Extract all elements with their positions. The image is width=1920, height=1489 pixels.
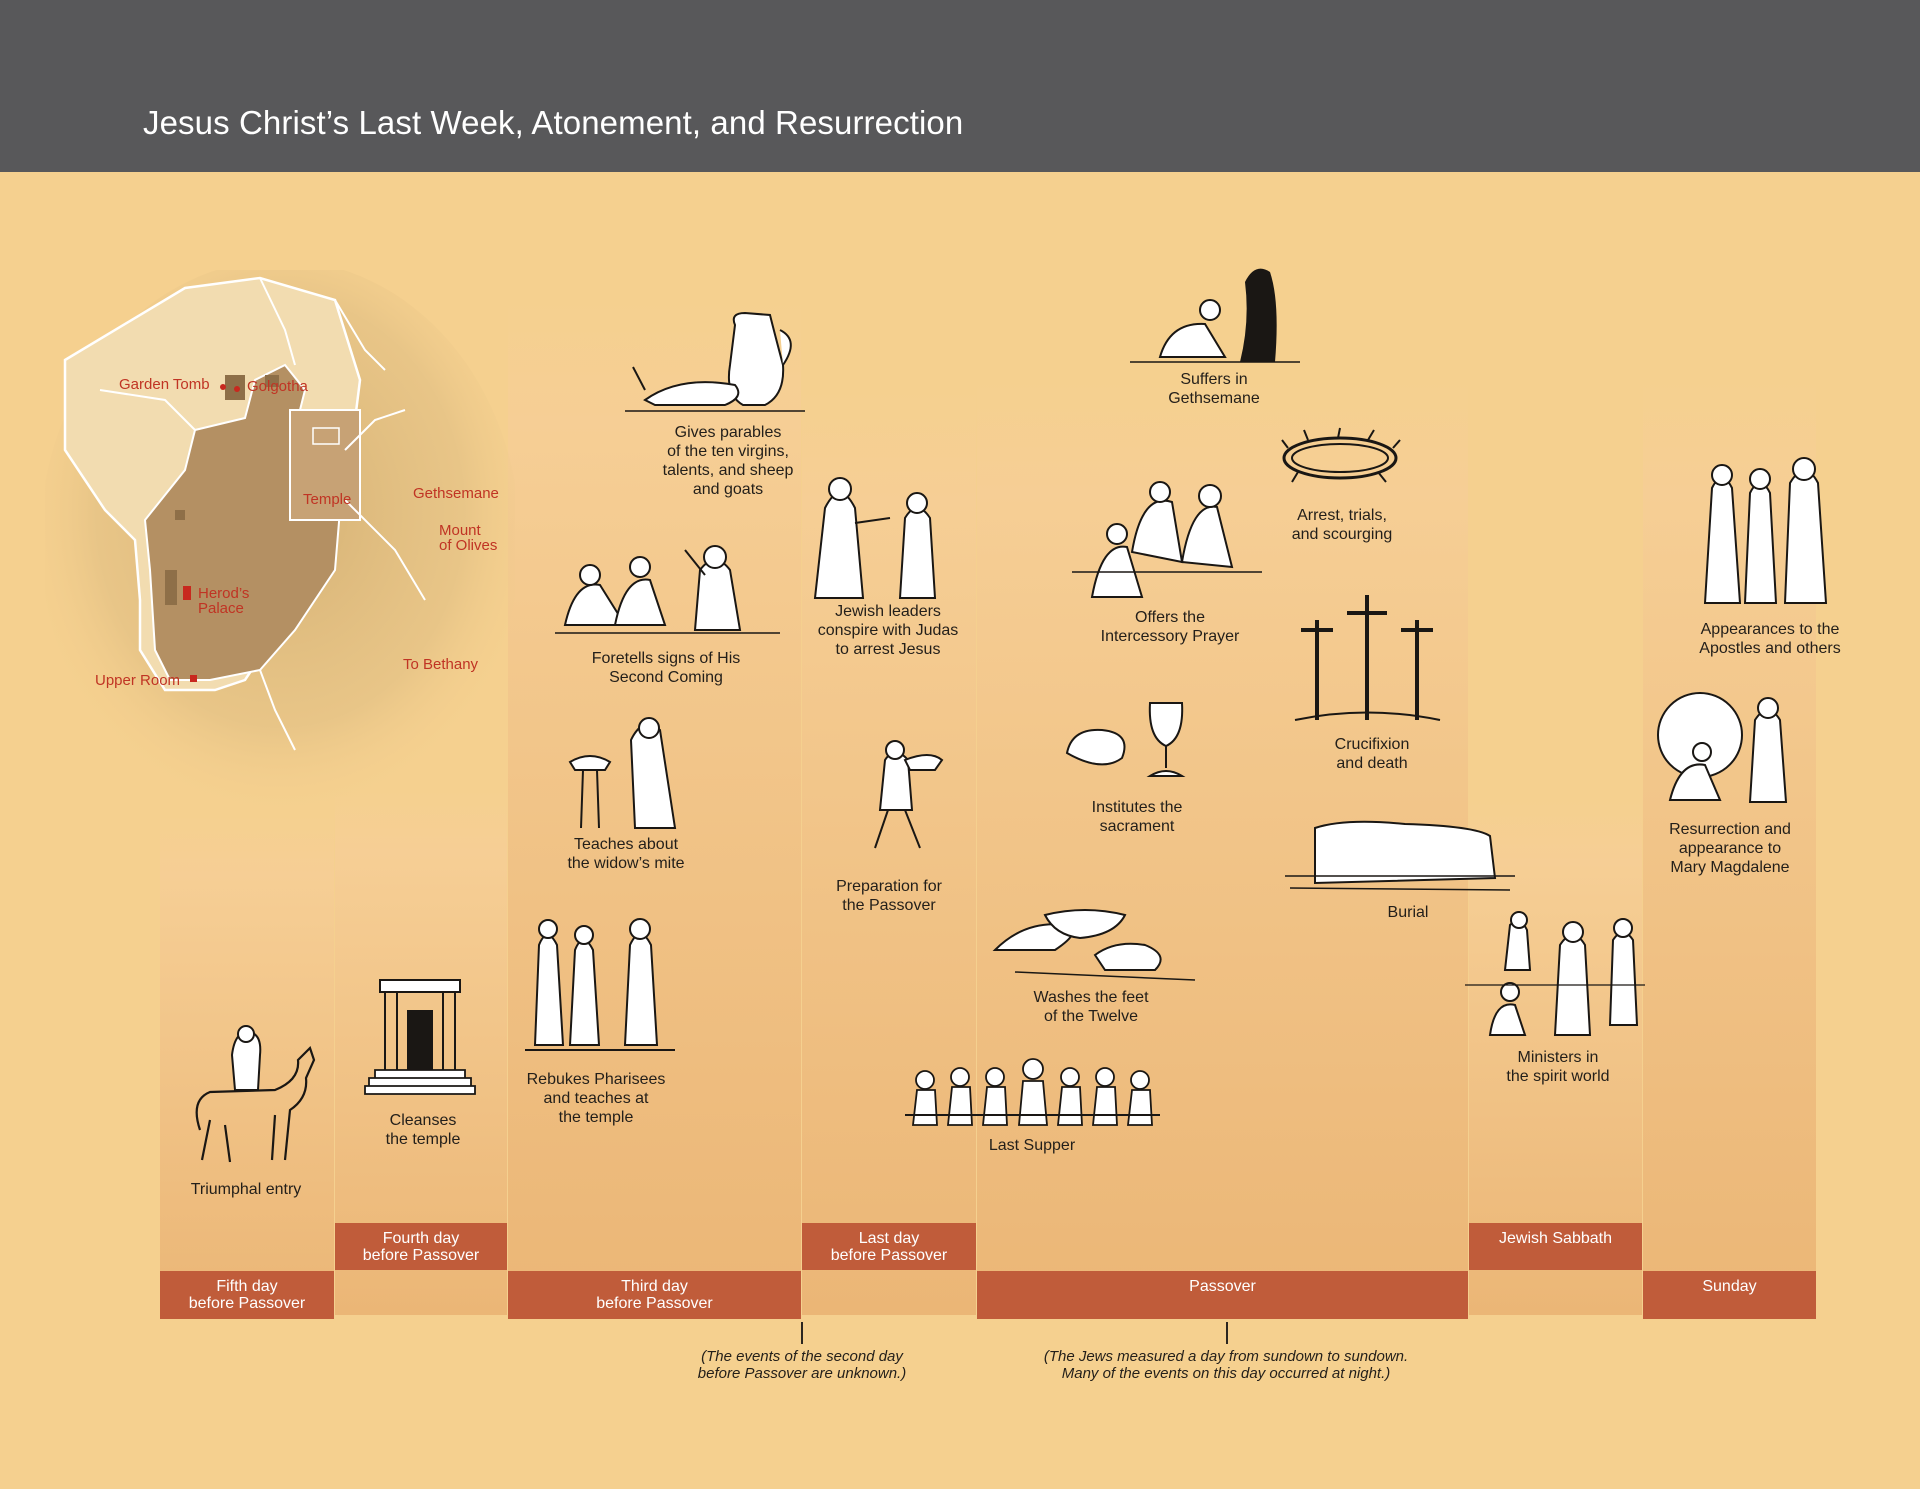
gethsemane-tree-icon xyxy=(1130,268,1300,367)
event-institutes-sacrament: Institutes the sacrament xyxy=(1091,799,1183,835)
event-appearances-apostles: Appearances to the Apostles and others xyxy=(1699,621,1841,657)
last-supper-icon xyxy=(905,1055,1160,1130)
event-washes-feet: Washes the feet of the Twelve xyxy=(1033,989,1149,1025)
day-bar-passover: Passover xyxy=(977,1271,1468,1319)
map-graphic xyxy=(45,270,515,810)
event-preparation-passover: Preparation for the Passover xyxy=(836,878,942,914)
event-widows-mite: Teaches about the widow’s mite xyxy=(567,836,685,872)
note-tick-second-day xyxy=(801,1322,803,1344)
event-cleanses-temple: Cleanses the temple xyxy=(385,1112,461,1148)
event-rebukes-pharisees: Rebukes Pharisees and teaches at the tem… xyxy=(526,1071,666,1126)
header-banner: Jesus Christ’s Last Week, Atonement, and… xyxy=(0,0,1920,172)
map-label-upper-room: Upper Room xyxy=(95,672,181,689)
intercessory-prayer-icon xyxy=(1072,462,1262,602)
event-last-supper: Last Supper xyxy=(988,1137,1076,1154)
event-resurrection: Resurrection and appearance to Mary Magd… xyxy=(1669,821,1791,876)
three-crosses-icon xyxy=(1295,595,1440,730)
note-tick-passover xyxy=(1226,1322,1228,1344)
map-label-golgotha: Golgotha xyxy=(247,378,308,395)
event-ministers-spirit-world: Ministers in the spirit world xyxy=(1506,1049,1610,1085)
event-gives-parables: Gives parables of the ten virgins, talen… xyxy=(662,424,794,498)
teaching-disciples-icon xyxy=(555,525,780,640)
map-label-mount-of-olives: Mount of Olives xyxy=(439,522,498,554)
day-bar-fourth: Fourth day before Passover xyxy=(335,1223,507,1270)
map-label-herods-palace: Herod’s Palace xyxy=(198,585,250,617)
burial-tomb-icon xyxy=(1285,818,1515,893)
event-burial: Burial xyxy=(1387,904,1429,921)
pharisees-group-icon xyxy=(525,905,675,1055)
temple-building-icon xyxy=(365,970,475,1105)
resurrection-mary-icon xyxy=(1650,690,1800,810)
event-arrest-trials: Arrest, trials, and scourging xyxy=(1291,507,1393,543)
event-triumphal-entry: Triumphal entry xyxy=(190,1181,302,1198)
map-label-garden-tomb: Garden Tomb xyxy=(119,376,210,393)
map-label-to-bethany: To Bethany xyxy=(403,656,479,673)
event-foretells-signs: Foretells signs of His Second Coming xyxy=(591,650,741,686)
washing-basin-icon xyxy=(985,900,1195,985)
oil-lamp-jug-icon xyxy=(625,305,805,420)
day-bar-sabbath: Jewish Sabbath xyxy=(1469,1223,1642,1270)
leaders-conspire-icon xyxy=(805,463,965,603)
day-bar-fifth: Fifth day before Passover xyxy=(160,1271,334,1319)
donkey-rider-icon xyxy=(180,1020,320,1170)
bread-chalice-icon xyxy=(1062,698,1202,788)
map-label-temple: Temple xyxy=(303,491,352,508)
spirit-world-icon xyxy=(1465,910,1645,1040)
event-crucifixion: Crucifixion and death xyxy=(1334,736,1410,772)
event-suffers-gethsemane: Suffers in Gethsemane xyxy=(1168,371,1260,407)
page-title: Jesus Christ’s Last Week, Atonement, and… xyxy=(143,104,964,141)
event-leaders-conspire: Jewish leaders conspire with Judas to ar… xyxy=(817,603,959,658)
appearances-apostles-icon xyxy=(1700,453,1835,608)
day-bar-sunday: Sunday xyxy=(1643,1271,1816,1319)
widow-offering-icon xyxy=(565,710,690,830)
crown-of-thorns-icon xyxy=(1278,428,1403,488)
note-passover: (The Jews measured a day from sundown to… xyxy=(1043,1348,1409,1382)
event-intercessory-prayer: Offers the Intercessory Prayer xyxy=(1100,609,1240,645)
carrying-basket-icon xyxy=(850,730,950,855)
day-bar-third: Third day before Passover xyxy=(508,1271,801,1319)
jerusalem-map: Garden Tomb Golgotha Temple Gethsemane M… xyxy=(45,270,515,810)
map-label-gethsemane: Gethsemane xyxy=(413,485,499,502)
day-bar-last: Last day before Passover xyxy=(802,1223,976,1270)
note-second-day: (The events of the second day before Pas… xyxy=(697,1348,907,1382)
